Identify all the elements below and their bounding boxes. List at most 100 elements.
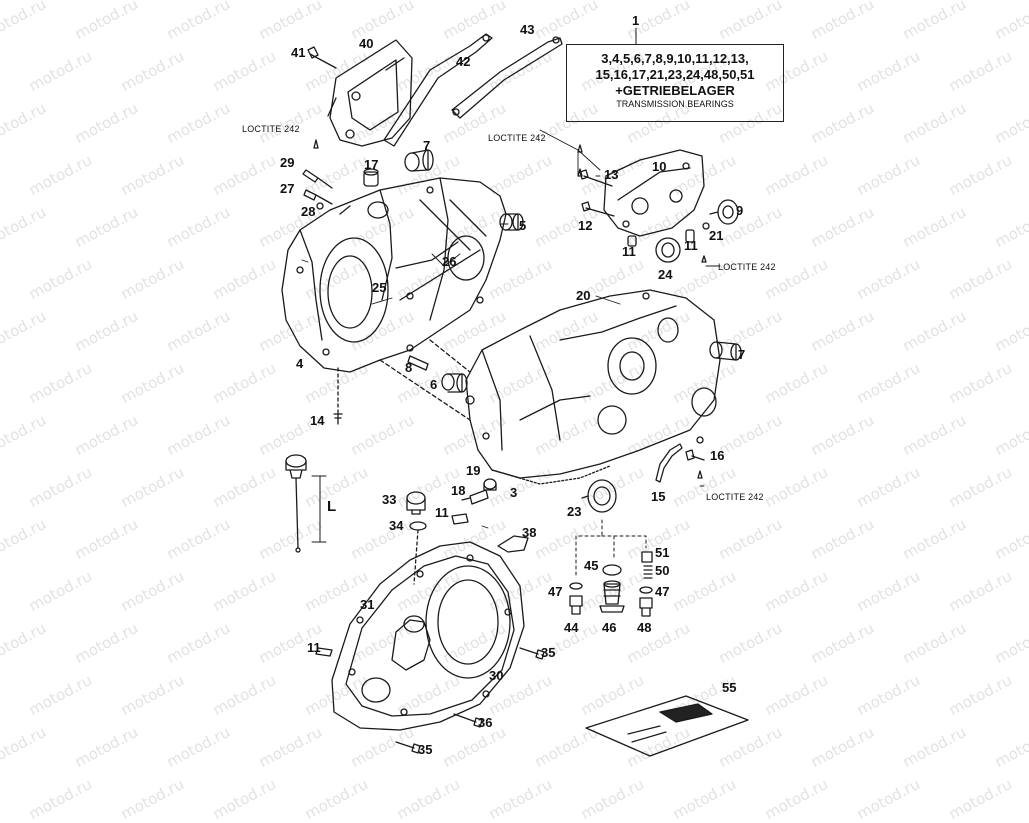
- screw-16-drawing: [685, 449, 705, 479]
- part-label-29: 29: [280, 155, 295, 170]
- bracket-38-drawing: [497, 535, 529, 553]
- part-label-7-top: 7: [423, 138, 431, 153]
- right-case-half-20-drawing: [379, 289, 721, 485]
- watermark-text: motod.ru: [117, 774, 188, 823]
- loctite-label-right: LOCTITE 242: [718, 262, 776, 272]
- bearing-9-drawing: [709, 199, 739, 225]
- watermark-text: motod.ru: [301, 774, 372, 823]
- part-label-12: 12: [578, 218, 593, 233]
- watermark-text: motod.ru: [761, 774, 832, 823]
- plug-44-drawing: [569, 595, 583, 615]
- loctite-label-left: LOCTITE 242: [242, 124, 300, 134]
- chain-rail-43-drawing: [451, 36, 563, 119]
- watermark-text: motod.ru: [853, 774, 924, 823]
- dowel-11d-drawing: [315, 647, 333, 657]
- part-label-40: 40: [359, 36, 374, 51]
- part-label-10: 10: [652, 159, 667, 174]
- parts-list-box: 3,4,5,6,7,8,9,10,11,12,13, 15,16,17,21,2…: [566, 44, 784, 122]
- part-label-36: 36: [478, 715, 493, 730]
- screw-35a-drawing: [519, 647, 545, 660]
- bushing-5-drawing: [499, 213, 524, 231]
- parts-line-1: 3,4,5,6,7,8,9,10,11,12,13,: [601, 51, 749, 66]
- dowel-11c-drawing: [451, 513, 469, 525]
- seal-24-drawing: [655, 237, 681, 263]
- part-label-26: 26: [442, 254, 457, 269]
- watermark-text: motod.ru: [669, 774, 740, 823]
- o-ring-45-drawing: [602, 564, 622, 576]
- screw-14-drawing: [333, 367, 343, 425]
- part-label-44: 44: [564, 620, 579, 635]
- part-label-35-b: 35: [418, 742, 433, 757]
- part-label-20: 20: [576, 288, 591, 303]
- part-label-11-c: 11: [435, 505, 449, 520]
- screw-36-drawing: [453, 713, 483, 728]
- dowels-11-21-drawing: [627, 222, 710, 263]
- part-label-3: 3: [510, 485, 518, 500]
- parts-line-2: 15,16,17,21,23,24,48,50,51: [595, 67, 755, 82]
- part-label-25: 25: [372, 280, 387, 295]
- parts-line-4: TRANSMISSION BEARINGS: [616, 99, 734, 109]
- bushing-6-drawing: [441, 373, 468, 393]
- part-label-47-a: 47: [548, 584, 563, 599]
- watermark-text: motod.ru: [945, 774, 1016, 823]
- loctite-label-bottom: LOCTITE 242: [706, 492, 764, 502]
- oil-filter-connectors-drawing: [575, 519, 647, 577]
- part-label-38: 38: [522, 525, 537, 540]
- part-label-6: 6: [430, 377, 438, 392]
- bushing-7-drawing: [404, 149, 434, 172]
- watermark-text: motod.ru: [209, 774, 280, 823]
- watermark-text: motod.ru: [393, 774, 464, 823]
- part-label-27: 27: [280, 181, 295, 196]
- screws-12-13-drawing: [577, 144, 615, 217]
- oil-screen-46-drawing: [599, 580, 625, 613]
- part-label-51: 51: [655, 545, 670, 560]
- part-label-35-a: 35: [541, 645, 556, 660]
- part-label-41: 41: [291, 45, 306, 60]
- leader-lines: [301, 129, 721, 529]
- watermark-text: motod.ru: [485, 774, 556, 823]
- part-label-30: 30: [489, 668, 504, 683]
- part-label-50: 50: [655, 563, 670, 578]
- screws-27-28-29-drawing: [302, 139, 333, 210]
- part-label-33: 33: [382, 492, 397, 507]
- part-label-34: 34: [389, 518, 404, 533]
- part-label-24: 24: [658, 267, 673, 282]
- part-label-5: 5: [519, 218, 527, 233]
- part-label-7-right: 7: [738, 347, 746, 362]
- part-label-4: 4: [296, 356, 304, 371]
- parts-box-ref: 1: [632, 13, 640, 28]
- part-label-31: 31: [360, 597, 375, 612]
- screw-18-drawing: [461, 489, 489, 505]
- bolt-41-drawing: [307, 46, 337, 69]
- chain-rail-42-drawing: [383, 33, 493, 147]
- bushing-7b-drawing: [709, 341, 742, 361]
- part-label-47-b: 47: [655, 584, 670, 599]
- part-label-21: 21: [709, 228, 724, 243]
- bearing-cover-10-drawing: [603, 149, 705, 237]
- part-label-16: 16: [710, 448, 725, 463]
- plug-19-drawing: [483, 478, 497, 491]
- plug-51-drawing: [641, 551, 653, 563]
- part-label-13: 13: [604, 167, 619, 182]
- part-label-11-b: 11: [684, 238, 698, 253]
- engine-case-drawing: [281, 33, 749, 757]
- part-label-19: 19: [466, 463, 481, 478]
- seal-47b-drawing: [639, 586, 653, 594]
- dipstick-drawing: [285, 454, 327, 553]
- plug-48-drawing: [639, 597, 653, 617]
- part-label-42: 42: [456, 54, 471, 69]
- part-label-55: 55: [722, 680, 737, 695]
- bearing-23-drawing: [581, 479, 617, 513]
- gasket-31-drawing: [331, 541, 525, 731]
- left-case-half-4-drawing: [281, 177, 507, 373]
- part-label-11-a: 11: [622, 244, 636, 259]
- loctite-label-top: LOCTITE 242: [488, 133, 546, 143]
- part-label-23: 23: [567, 504, 582, 519]
- part-label-18: 18: [451, 483, 466, 498]
- seal-47a-drawing: [569, 582, 583, 590]
- oil-plug-33-drawing: [406, 491, 426, 515]
- screw-35b-drawing: [395, 741, 421, 754]
- screw-8-drawing: [407, 355, 429, 371]
- parts-line-3: +GETRIEBELAGER: [615, 83, 735, 98]
